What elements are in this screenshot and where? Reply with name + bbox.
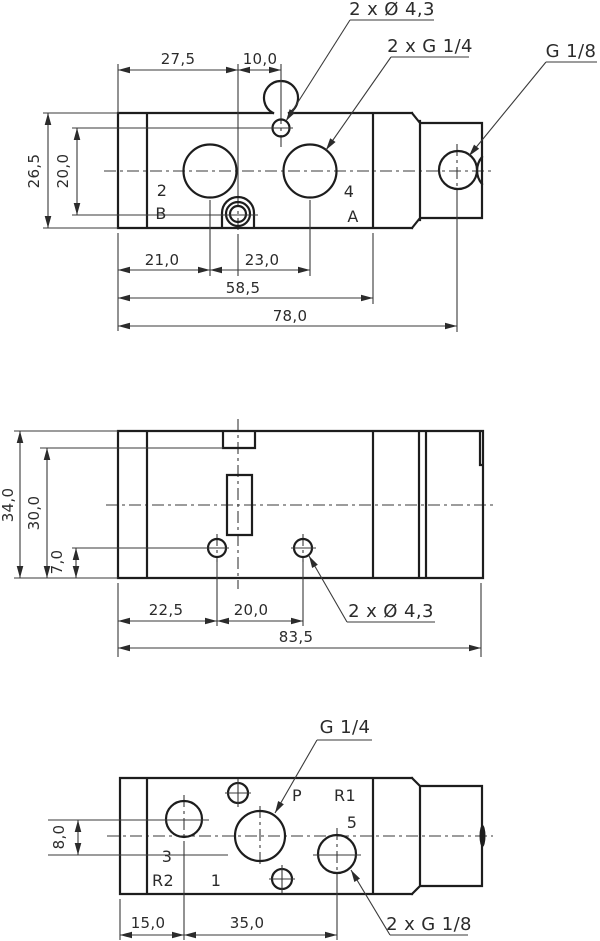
port-4-bore xyxy=(282,143,338,199)
dim-20-0-front: 20,0 xyxy=(234,601,269,619)
dim-20-0: 20,0 xyxy=(54,154,72,189)
dim-8-0: 8,0 xyxy=(50,825,68,850)
bottom-view: 8,0 15,0 35,0 G 1/4 2 x G 1/8 P R1 5 3 R… xyxy=(48,717,493,940)
dim-83-5: 83,5 xyxy=(279,628,314,646)
dim-78-0: 78,0 xyxy=(273,307,308,325)
port-P-bore xyxy=(233,809,287,863)
dim-35-0: 35,0 xyxy=(230,914,265,932)
port-label-4: 4 xyxy=(344,182,354,201)
top-view-centerlines xyxy=(104,112,494,236)
dim-7-0: 7,0 xyxy=(48,550,66,575)
leader-mounting-holes xyxy=(285,19,351,122)
port-label-R1: R1 xyxy=(334,786,356,805)
port-label-P: P xyxy=(292,786,302,805)
dim-58-5: 58,5 xyxy=(226,279,261,297)
front-view: 34,0 30,0 7,0 22,5 20,0 83,5 2 x Ø 4,3 xyxy=(0,419,494,657)
dim-15-0: 15,0 xyxy=(131,914,166,932)
dim-34-0: 34,0 xyxy=(0,488,17,523)
callout-exhaust-ports: 2 x G 1/8 xyxy=(386,914,472,935)
port-label-3: 3 xyxy=(162,847,172,866)
callout-work-ports: 2 x G 1/4 xyxy=(387,36,473,57)
leader-pilot-port xyxy=(468,61,547,157)
port-label-R2: R2 xyxy=(152,871,174,890)
front-view-outline xyxy=(116,429,485,580)
dim-26-5: 26,5 xyxy=(25,154,43,189)
callout-pilot-port: G 1/8 xyxy=(546,41,597,62)
dim-30-0: 30,0 xyxy=(25,496,43,531)
leader-work-ports xyxy=(325,56,392,151)
dim-22-5: 22,5 xyxy=(149,601,184,619)
front-view-centerlines xyxy=(106,419,494,589)
dim-10-0: 10,0 xyxy=(243,50,278,68)
callout-mounting-holes-top: 2 x Ø 4,3 xyxy=(349,0,435,20)
port-label-5: 5 xyxy=(347,813,357,832)
port-label-A: A xyxy=(347,207,358,226)
leader-mounting-holes-front xyxy=(308,555,348,623)
port-label-2: 2 xyxy=(157,181,167,200)
top-view: 27,5 10,0 26,5 20,0 21,0 23,0 58,5 78,0 … xyxy=(25,0,597,332)
mounting-hole-bottom-outer xyxy=(224,200,252,228)
top-view-extension-lines xyxy=(43,19,597,332)
dim-23-0: 23,0 xyxy=(245,251,280,269)
callout-mounting-holes-front: 2 x Ø 4,3 xyxy=(348,601,434,622)
dim-21-0: 21,0 xyxy=(145,251,180,269)
top-view-outline xyxy=(116,79,484,230)
port-2-bore xyxy=(182,143,238,199)
callout-pressure-port: G 1/4 xyxy=(320,717,371,738)
leader-exhaust-ports xyxy=(350,869,391,936)
pilot-port-bore xyxy=(437,149,479,191)
mounting-hole-bottom-inner xyxy=(228,204,248,224)
port-5-bore xyxy=(316,833,358,875)
port-3-bore xyxy=(164,799,204,839)
port-label-1: 1 xyxy=(211,871,221,890)
port-label-B: B xyxy=(155,204,166,223)
leader-pressure-port xyxy=(274,739,318,814)
dim-27-5: 27,5 xyxy=(161,50,196,68)
bottom-view-extension-lines xyxy=(48,739,468,940)
edge-thread-mark xyxy=(479,825,486,847)
